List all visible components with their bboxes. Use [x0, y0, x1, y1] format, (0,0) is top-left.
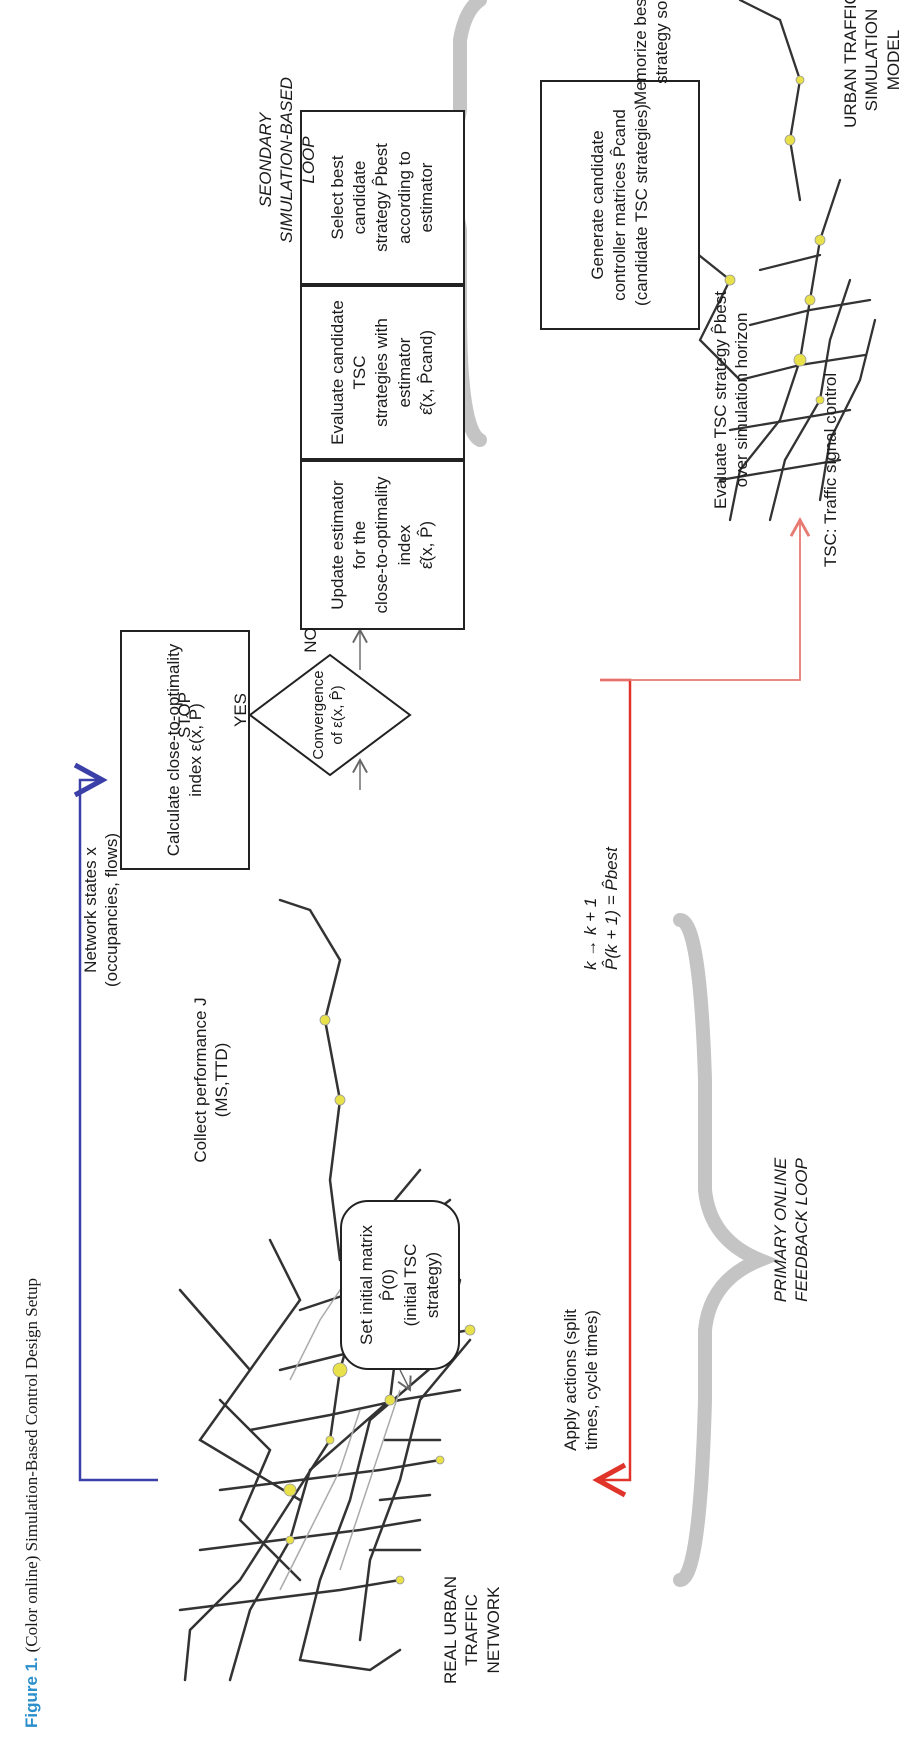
- primary-loop-brace: [673, 913, 779, 1587]
- blue-feedback-arrow: [80, 780, 158, 1482]
- no-label: NO: [301, 627, 320, 653]
- tsc-note: TSC: Traffic signal control: [821, 372, 840, 568]
- select-best-box: Select best candidate strategy P̂best ac…: [300, 110, 465, 285]
- diagram-graphics: [40, 0, 877, 1682]
- update-k-label: k → k + 1 P̂(k + 1) = P̂best: [581, 847, 622, 970]
- figure-label: Figure 1.: [22, 1657, 41, 1728]
- collect-performance-label: Collect performance J (MS,TTD): [191, 997, 232, 1163]
- primary-loop-label: PRIMARY ONLINE FEEDBACK LOOP: [771, 1157, 812, 1303]
- evaluate-sim-arrow: [600, 517, 811, 681]
- figure-caption: Figure 1. (Color online) Simulation-Base…: [22, 1278, 42, 1728]
- network-states-label: Network states x (occupancies, flows): [81, 833, 122, 988]
- convergence-text: Convergence of ε(x, P̂): [310, 670, 346, 760]
- evaluate-tsc-label: Evaluate TSC strategy P̂best over simula…: [711, 291, 752, 509]
- arrow-init-to-network: [397, 1369, 412, 1392]
- real-network-junctions: [283, 1014, 476, 1585]
- yes-label: YES: [231, 692, 250, 728]
- figure-title: (Color online) Simulation-Based Control …: [22, 1277, 41, 1653]
- sim-network-label: URBAN TRAFFIC SIMULATION MODEL: [841, 0, 899, 128]
- apply-actions-label: Apply actions (split times, cycle times): [561, 1309, 602, 1451]
- sim-network-junctions: [724, 75, 826, 405]
- update-estimator-box: Update estimator for the close-to-optima…: [300, 460, 465, 630]
- real-network-label: REAL URBAN TRAFFIC NETWORK: [441, 1576, 503, 1685]
- convergence-diamond: [248, 653, 412, 777]
- memorize-label: Memorize best TSC strategy so far: [631, 0, 672, 105]
- evaluate-candidates-box: Evaluate candidate TSC strategies with e…: [300, 285, 465, 460]
- generate-candidates-box: Generate candidate controller matrices P…: [540, 80, 700, 330]
- secondary-loop-label: SEONDARY SIMULATION-BASED LOOP: [256, 77, 318, 243]
- diagram-canvas: Set initial matrix P̂(0) (initial TSC st…: [40, 0, 899, 1700]
- stop-text: STOP: [175, 692, 194, 738]
- set-initial-box: Set initial matrix P̂(0) (initial TSC st…: [340, 1200, 460, 1370]
